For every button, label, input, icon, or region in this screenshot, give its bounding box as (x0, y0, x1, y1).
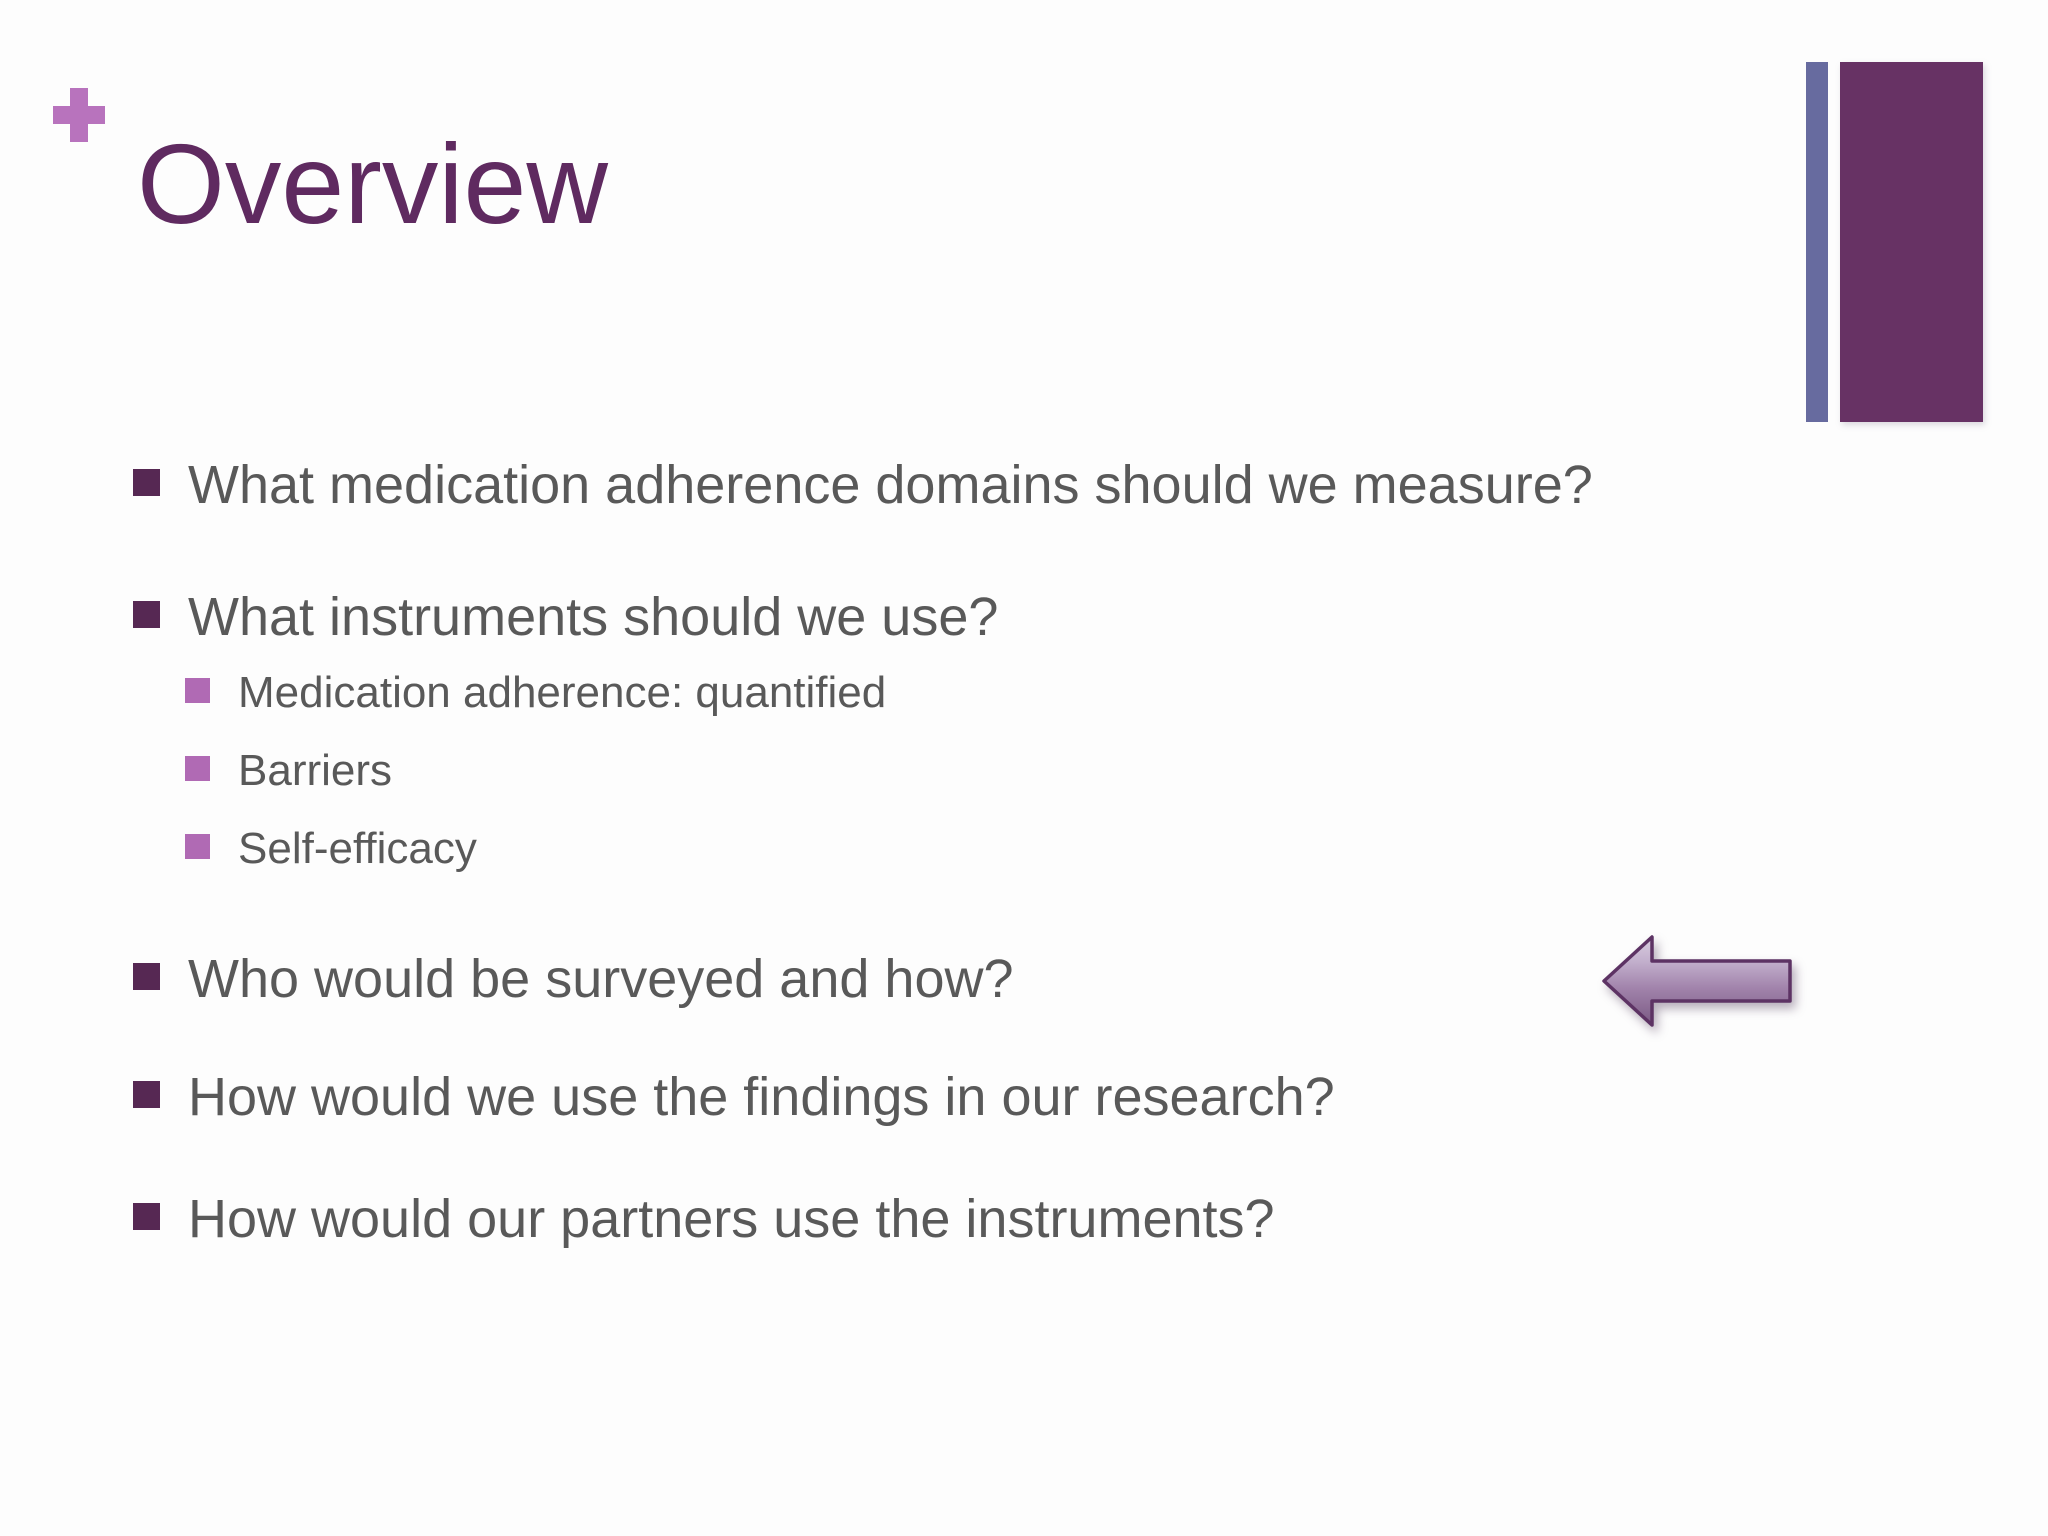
bullet-item: How would we use the findings in our res… (133, 1064, 1998, 1130)
sub-bullet-square-icon (185, 833, 210, 859)
bullet-text: What medication adherence domains should… (188, 455, 1593, 515)
bullet-text: How would we use the findings in our res… (188, 1067, 1335, 1127)
thin-accent-bar (1806, 62, 1828, 422)
bullet-list: What medication adherence domains should… (133, 452, 1998, 1252)
bullet-item: Who would be surveyed and how? (133, 946, 1998, 1012)
bullet-item: What instruments should we use? Medicatio… (133, 584, 1998, 876)
sub-bullet-text: Medication adherence: quantified (238, 668, 887, 717)
sub-bullet-item: Barriers (185, 744, 1998, 798)
wide-accent-bar (1840, 62, 1983, 422)
sub-bullet-item: Medication adherence: quantified (185, 666, 1998, 720)
left-arrow-icon (1602, 935, 1792, 1027)
plus-icon-horizontal-bar (53, 106, 105, 124)
bullet-text: Who would be surveyed and how? (188, 949, 1014, 1009)
sub-bullet-square-icon (185, 755, 210, 781)
sub-bullet-text: Self-efficacy (238, 824, 477, 873)
sub-bullet-text: Barriers (238, 746, 393, 795)
bullet-square-icon (133, 1080, 160, 1108)
bullet-square-icon (133, 1202, 160, 1230)
bullet-square-icon (133, 600, 160, 628)
bullet-item: How would our partners use the instrumen… (133, 1186, 1998, 1252)
page-title: Overview (137, 121, 608, 247)
bullet-text: What instruments should we use? (188, 587, 999, 647)
bullet-text: How would our partners use the instrumen… (188, 1189, 1275, 1249)
sub-bullet-item: Self-efficacy (185, 822, 1998, 876)
bullet-item: What medication adherence domains should… (133, 452, 1998, 518)
sub-bullet-square-icon (185, 677, 210, 703)
plus-icon (53, 88, 105, 142)
bullet-square-icon (133, 468, 160, 496)
bullet-square-icon (133, 962, 160, 990)
